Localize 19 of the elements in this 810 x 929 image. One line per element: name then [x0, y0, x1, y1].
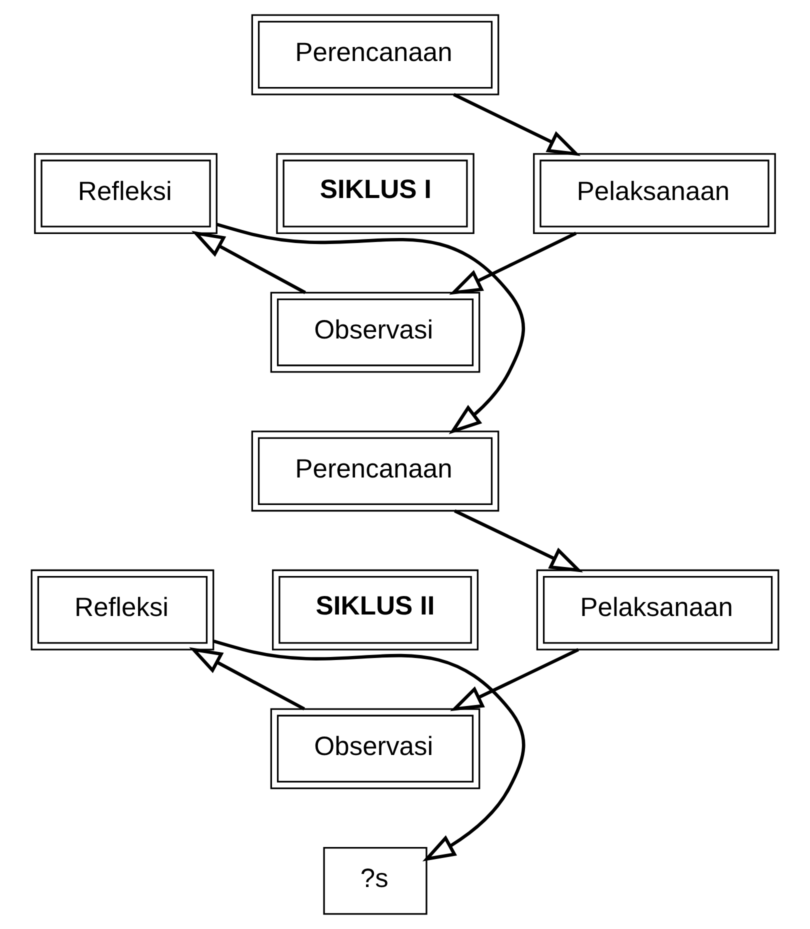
node-box: ?s	[323, 846, 428, 915]
node-box: Observasi	[270, 708, 480, 790]
arrow	[449, 232, 577, 295]
arrow	[213, 640, 526, 862]
node-box: SIKLUS II	[272, 569, 479, 650]
arrow	[189, 647, 306, 710]
arrow	[450, 648, 580, 712]
arrow	[216, 222, 525, 434]
arrow	[192, 230, 306, 294]
node-box: Perencanaan	[251, 430, 500, 512]
arrow	[454, 509, 583, 572]
node-box: Pelaksanaan	[533, 153, 776, 234]
node-box: SIKLUS I	[276, 153, 474, 234]
node-box: Observasi	[270, 292, 480, 373]
node-box: Pelaksanaan	[536, 569, 780, 650]
node-box: Perencanaan	[251, 14, 500, 96]
node-box: Refleksi	[34, 153, 218, 234]
arrow	[453, 93, 581, 156]
node-box: Refleksi	[30, 569, 214, 650]
